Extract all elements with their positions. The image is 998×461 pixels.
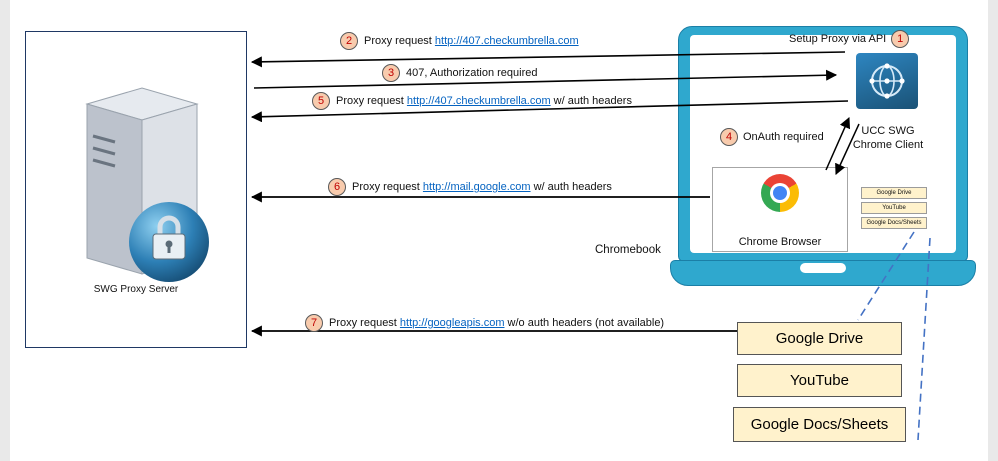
message-suffix: w/ auth headers [550,95,632,107]
network-globe-icon [869,63,905,99]
chromebook-notch [800,263,846,273]
step-badge-4: 4 [720,128,738,146]
message-prefix: Proxy request [364,35,435,47]
message-suffix: w/o auth headers (not available) [504,317,665,329]
mini-box-label: YouTube [882,205,906,211]
client-label-line1: UCC SWG [861,125,915,137]
message-step7: 7 Proxy request http://googleapis.com w/… [305,314,664,332]
service-box-google-docs-sheets: Google Docs/Sheets [733,407,906,442]
step-badge-6: 6 [328,178,346,196]
setup-proxy-label: Setup Proxy via API [789,33,887,45]
service-label: Google Docs/Sheets [750,416,889,433]
chromebook-label: Chromebook [595,244,661,256]
service-box-google-drive: Google Drive [737,322,902,355]
service-label: YouTube [790,372,849,389]
onauth-label: OnAuth required [743,131,824,143]
service-box-youtube: YouTube [737,364,902,397]
chrome-logo-center [772,185,788,201]
message-text: Proxy request http://407.checkumbrella.c… [364,35,579,47]
server-label: SWG Proxy Server [93,284,179,295]
message-step6: 6 Proxy request http://mail.google.com w… [328,178,612,196]
chrome-browser-label: Chrome Browser [738,236,822,248]
onauth-row: 4 OnAuth required [720,128,824,146]
swg-proxy-server-box: SWG Proxy Server [25,31,247,348]
message-suffix: w/ auth headers [530,181,612,193]
setup-proxy-row: Setup Proxy via API 1 [789,30,910,48]
ucc-swg-client-label: UCC SWG Chrome Client [840,124,936,153]
right-edge-strip [988,0,998,461]
service-label: Google Drive [775,330,864,347]
ucc-swg-client-icon [856,53,918,109]
message-step5: 5 Proxy request http://407.checkumbrella… [312,92,632,110]
step-badge-7: 7 [305,314,323,332]
client-label-line2: Chrome Client [852,139,924,152]
message-text: 407, Authorization required [406,67,537,79]
left-edge-strip [0,0,10,461]
message-step2: 2 Proxy request http://407.checkumbrella… [340,32,579,50]
mini-box-google-drive: Google Drive [861,187,927,199]
message-step3: 3 407, Authorization required [382,64,537,82]
step-badge-2: 2 [340,32,358,50]
message-text: Proxy request http://googleapis.com w/o … [329,317,664,329]
message-link[interactable]: http://407.checkumbrella.com [434,35,579,47]
server-tower-illustration [85,87,209,282]
message-link[interactable]: http://407.checkumbrella.com [406,95,551,107]
chrome-logo-icon [761,174,799,212]
message-prefix: Proxy request [329,317,400,329]
step-badge-3: 3 [382,64,400,82]
step-badge-1: 1 [891,30,910,48]
step-badge-5: 5 [312,92,330,110]
mini-box-label: Google Drive [876,190,912,196]
message-prefix: 407, Authorization required [406,67,538,79]
message-link[interactable]: http://mail.google.com [422,181,531,193]
message-link[interactable]: http://googleapis.com [399,317,505,329]
message-text: Proxy request http://mail.google.com w/ … [352,181,612,193]
message-prefix: Proxy request [336,95,407,107]
message-prefix: Proxy request [352,181,423,193]
mini-box-google-docs-sheets: Google Docs/Sheets [861,217,927,229]
message-text: Proxy request http://407.checkumbrella.c… [336,95,632,107]
mini-box-label: Google Docs/Sheets [866,220,922,226]
mini-box-youtube: YouTube [861,202,927,214]
